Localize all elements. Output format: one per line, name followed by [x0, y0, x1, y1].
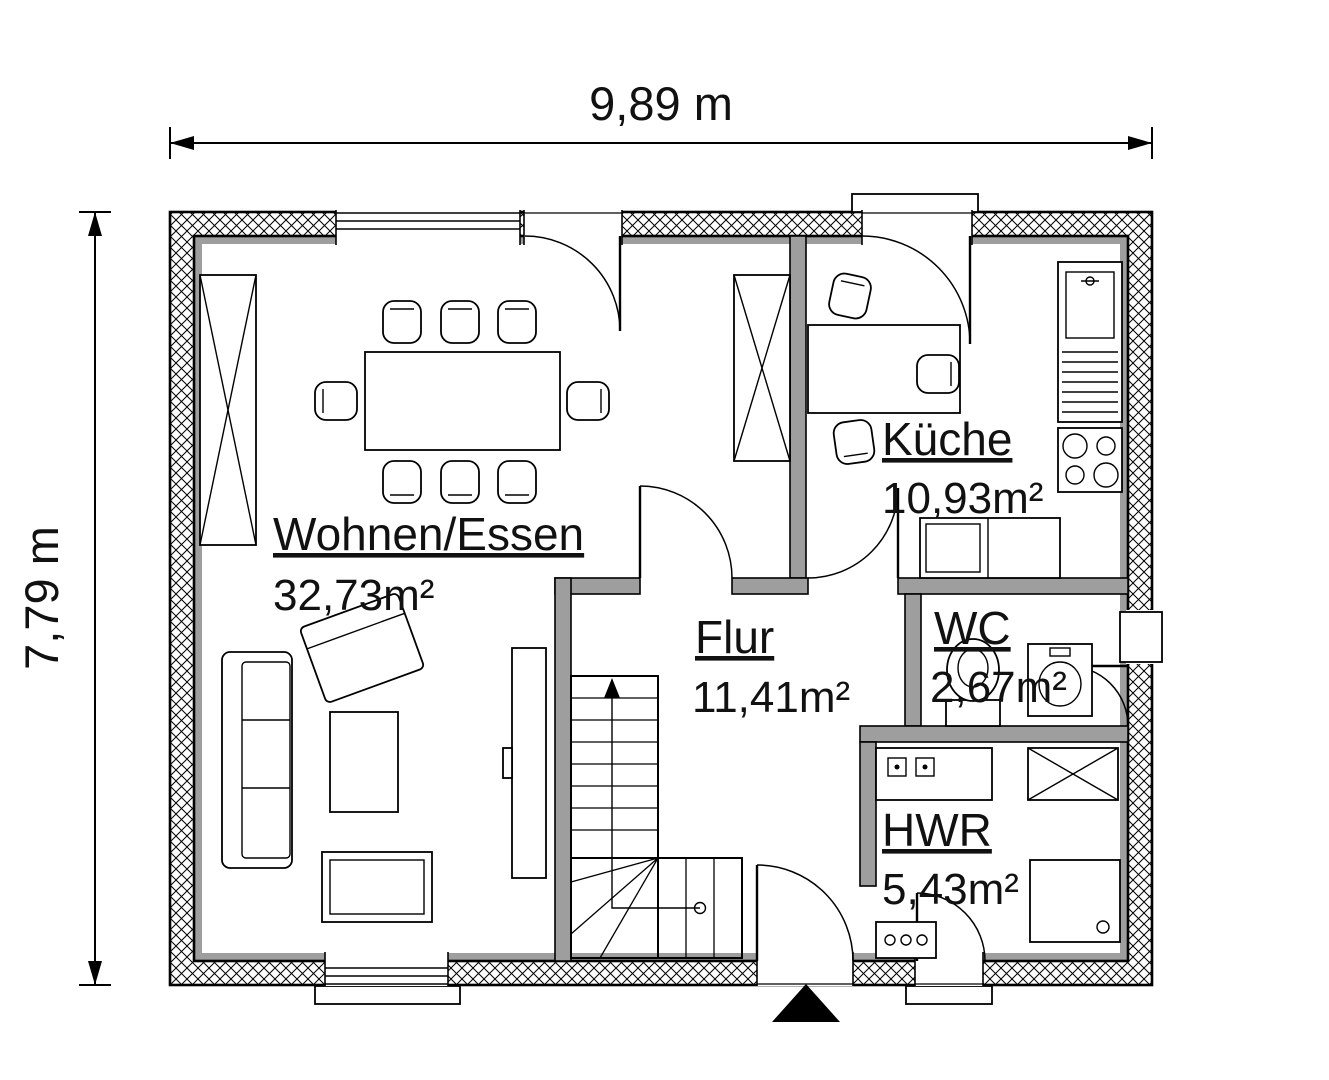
armchair — [299, 593, 425, 703]
room-area: 5,43m² — [882, 865, 1019, 914]
laundry-counter — [875, 747, 993, 801]
door-terrace-top — [523, 210, 623, 332]
shelf-cabinet-center — [733, 274, 791, 462]
chair — [566, 381, 610, 421]
wall-kitchen-living — [789, 235, 807, 579]
sofa — [221, 651, 293, 869]
room-name: Wohnen/Essen — [273, 508, 584, 560]
interior-walls — [554, 235, 1129, 962]
dining-chairs — [314, 300, 610, 504]
arrow-left-icon — [170, 136, 194, 150]
room-label-wohnen-essen: Wohnen/Essen 32,73m² — [273, 508, 584, 620]
interior-doors — [638, 485, 900, 579]
wc-fixtures — [945, 638, 1093, 727]
wall-living-hall — [554, 577, 572, 962]
wall-hwr-left — [859, 741, 877, 887]
dimension-left: 7,79 m — [15, 211, 111, 986]
room-name: WC — [934, 602, 1011, 654]
dimension-height-label: 7,79 m — [15, 526, 68, 670]
room-label-kueche: Küche 10,93m² — [882, 413, 1043, 523]
kitchen-sink — [1057, 261, 1123, 423]
coffee-table — [329, 711, 399, 813]
wall-hall-top-c — [897, 577, 1129, 595]
dimension-top: 9,89 m — [169, 77, 1153, 159]
dimension-width-label: 9,89 m — [589, 77, 733, 130]
room-label-wc: WC 2,67m² — [930, 602, 1067, 712]
staircase — [570, 675, 743, 959]
shelf-cabinet-left — [199, 274, 257, 546]
chair — [828, 272, 872, 320]
chair — [314, 381, 358, 421]
chair — [382, 300, 422, 344]
chair — [497, 460, 537, 504]
window-wc-right — [1067, 610, 1163, 727]
window-bottom — [314, 952, 461, 1005]
stair-direction-arrow-icon — [604, 678, 620, 698]
stair-walk-line — [611, 696, 700, 909]
washbasin — [1027, 643, 1093, 717]
entry-step — [851, 193, 979, 213]
room-name: Küche — [882, 413, 1012, 465]
arrow-right-icon — [1128, 136, 1152, 150]
room-labels: Wohnen/Essen 32,73m² Küche 10,93m² Flur … — [273, 413, 1067, 914]
wall-wc-hwr — [859, 725, 1129, 743]
wall-hall-top-b — [731, 577, 809, 595]
washing-machine — [1029, 859, 1121, 943]
chair — [440, 460, 480, 504]
window-sill — [314, 985, 461, 1005]
chair — [916, 354, 960, 394]
chair — [440, 300, 480, 344]
room-area: 10,93m² — [882, 474, 1043, 523]
door-kitchen-hall — [807, 487, 900, 579]
room-name: HWR — [882, 804, 992, 856]
arrow-down-icon — [88, 961, 102, 985]
entrance-arrow-icon — [772, 984, 840, 1022]
chair — [382, 460, 422, 504]
lowboard — [321, 851, 433, 923]
storage-cabinet — [1027, 747, 1119, 801]
hwr-step — [905, 985, 993, 1005]
room-area: 2,67m² — [930, 663, 1067, 712]
room-name: Flur — [695, 611, 774, 663]
hwr-fixtures — [875, 747, 1121, 959]
window-top — [335, 210, 521, 246]
cooktop — [1057, 427, 1123, 493]
chair — [832, 419, 876, 465]
wall-wc-left — [904, 593, 922, 727]
kitchen-counter — [919, 517, 1061, 579]
dining-table — [364, 351, 561, 451]
room-area: 11,41m² — [692, 673, 850, 722]
arrow-up-icon — [88, 212, 102, 236]
tv-sideboard — [502, 647, 547, 879]
utility-sink — [875, 921, 937, 959]
door-main-entrance — [755, 864, 854, 986]
chair — [497, 300, 537, 344]
kitchen-furniture — [807, 261, 1123, 579]
room-label-flur: Flur 11,41m² — [692, 611, 850, 722]
room-label-hwr: HWR 5,43m² — [882, 804, 1019, 914]
door-entry-top — [851, 193, 979, 345]
toilet — [945, 638, 1001, 727]
door-living-hall — [638, 485, 733, 579]
living-dining-furniture — [199, 274, 791, 923]
wall-openings — [314, 193, 1163, 1005]
room-area: 32,73m² — [273, 571, 434, 620]
